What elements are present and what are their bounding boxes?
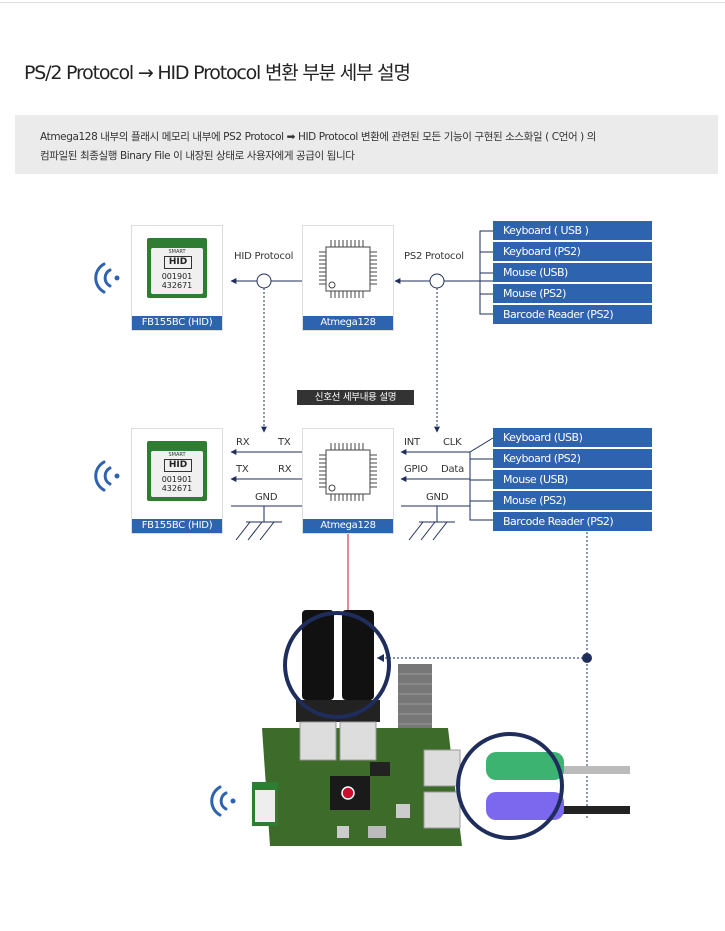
signal-clk-label: CLK <box>443 437 462 448</box>
description-box: Atmega128 내부의 플래시 메모리 내부에 PS2 Protocol ➡… <box>15 115 718 174</box>
signal-detail-badge: 신호선 세부내용 설명 <box>297 390 414 405</box>
device-item: Mouse (PS2) <box>493 491 652 510</box>
description-line-2: 컴파일된 최종실행 Binary File 이 내장된 상태로 사용자에게 공급… <box>40 150 355 162</box>
module-brand: SMART <box>168 249 186 255</box>
mcu-card-bottom: Atmega128 <box>302 428 394 534</box>
module-hid-label: HID <box>164 459 192 472</box>
module-hid-label: HID <box>164 256 192 269</box>
ps2-protocol-label: PS2 Protocol <box>404 251 464 262</box>
signal-gnd-label: GND <box>426 492 449 503</box>
device-item: Keyboard (PS2) <box>493 242 652 261</box>
signal-rx-label: RX <box>236 437 250 448</box>
device-item: Keyboard (USB) <box>493 428 652 447</box>
signal-tx-label: TX <box>236 464 249 475</box>
device-item: Barcode Reader (PS2) <box>493 305 652 324</box>
mcu-card-top: Atmega128 <box>302 225 394 331</box>
description-line-1: Atmega128 내부의 플래시 메모리 내부에 PS2 Protocol ➡… <box>40 131 597 143</box>
mcu-caption: Atmega128 <box>303 519 393 533</box>
top-divider <box>0 2 725 3</box>
wireless-icon <box>94 460 120 492</box>
device-item: Keyboard ( USB ) <box>493 221 652 240</box>
device-item: Barcode Reader (PS2) <box>493 512 652 531</box>
signal-data-label: Data <box>441 464 465 475</box>
module-caption: FB155BC (HID) <box>132 519 222 533</box>
module-brand: SMART <box>168 452 186 458</box>
mcu-chip-icon <box>319 443 377 501</box>
device-bracket-top <box>479 230 493 315</box>
device-item: Mouse (USB) <box>493 470 652 489</box>
ground-symbol-left <box>235 506 282 541</box>
device-bracket-bottom <box>469 437 494 521</box>
device-item: Mouse (PS2) <box>493 284 652 303</box>
signal-tx-label: TX <box>278 437 291 448</box>
signal-gnd-label: GND <box>255 492 278 503</box>
junction-dot <box>582 653 592 663</box>
hid-protocol-label: HID Protocol <box>234 251 294 262</box>
wireless-icon <box>94 262 120 294</box>
device-item: Mouse (USB) <box>493 263 652 282</box>
device-list-top: Keyboard ( USB ) Keyboard (PS2) Mouse (U… <box>493 221 652 326</box>
signal-rx-label: RX <box>278 464 292 475</box>
wireless-icon <box>210 785 236 817</box>
signal-gpio-label: GPIO <box>404 464 428 475</box>
device-list-bottom: Keyboard (USB) Keyboard (PS2) Mouse (USB… <box>493 428 652 533</box>
mcu-chip-icon <box>319 240 377 298</box>
device-item: Keyboard (PS2) <box>493 449 652 468</box>
page-title: PS/2 Protocol → HID Protocol 변환 부분 세부 설명 <box>24 62 411 84</box>
module-caption: FB155BC (HID) <box>132 316 222 330</box>
ground-symbol-right <box>408 506 455 541</box>
mcu-caption: Atmega128 <box>303 316 393 330</box>
signal-int-label: INT <box>404 437 420 448</box>
